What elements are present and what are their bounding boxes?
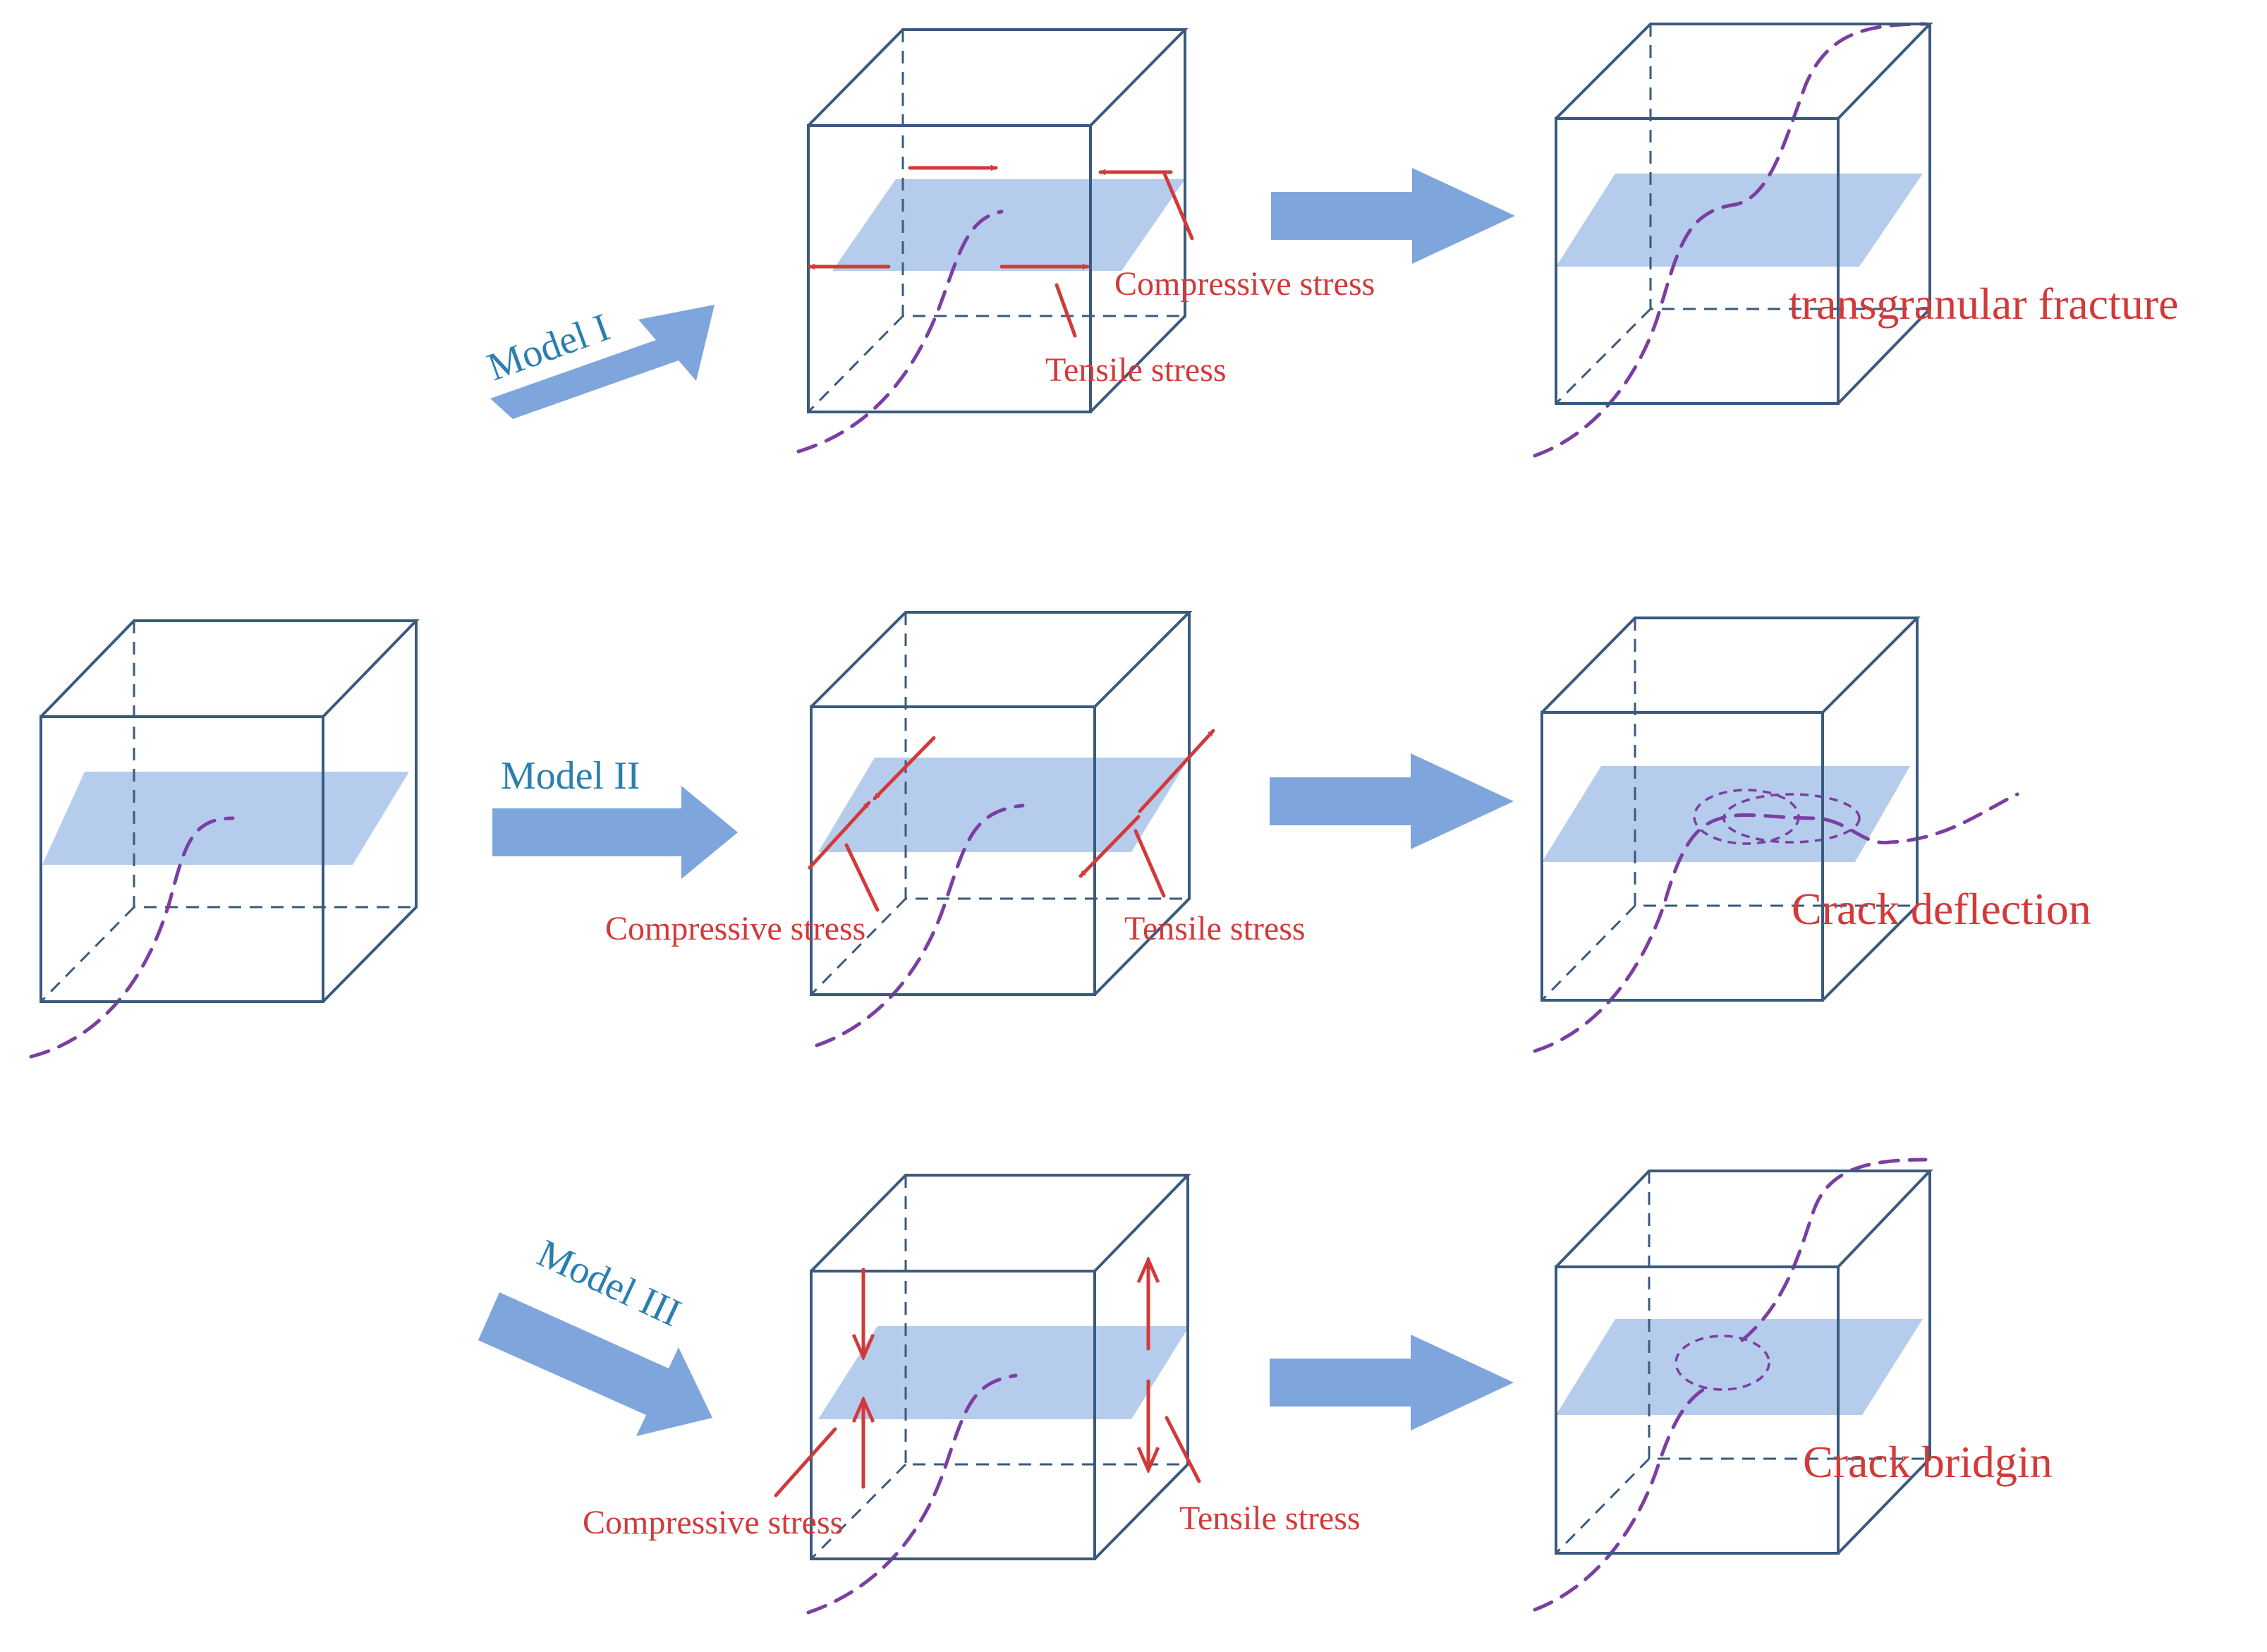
compressive-arrow [873,736,936,801]
compressive-stress-label: Compressive stress [583,1504,843,1541]
process-arrow-3 [1270,1335,1514,1431]
grain-boundary-plane [1556,1319,1923,1415]
tensile-arrow [1078,815,1141,878]
cube-model-3 [806,1174,1191,1615]
crack-deflection-label: Crack deflection [1792,884,2091,934]
cube-transgranular [1533,22,1933,458]
cube-deflection [1533,617,2019,1053]
cube-model-2 [810,611,1193,1047]
grain-boundary-plane [818,758,1189,852]
cube-initial [29,619,420,1059]
crack-bridging-label: Crack bridgin [1803,1437,2053,1487]
cube-front-face [810,1270,1096,1560]
grain-boundary-plane [1542,766,1910,862]
process-arrow-1 [1271,168,1515,264]
cube-bridging [1533,1158,1933,1612]
model-2-arrow [492,786,738,879]
model-2-group: Model II Compressive stress Tensile stre… [492,611,2091,1053]
cube-front-face [810,705,1096,996]
stress-arrows-model-3 [774,1260,1201,1498]
compressive-stress-label: Compressive stress [1114,265,1375,303]
model-1-arrow [490,305,715,419]
process-arrow-2 [1270,753,1514,849]
tensile-stress-label: Tensile stress [1179,1500,1361,1537]
transgranular-fracture-label: transgranular fracture [1789,279,2179,329]
crack-path [1533,1383,1713,1612]
grain-boundary-plane [832,179,1185,271]
compressive-arrow [808,801,871,870]
bridging-zone [1675,1335,1770,1391]
cube-front-face [1540,711,1824,1002]
tensile-stress-label: Tensile stress [1124,910,1306,947]
cube-front-face [1555,117,1840,405]
tensile-arrow [1138,729,1215,813]
deflection-zone-outer [1722,793,1861,844]
model-3-group: Model III Compressive stress Tensile str… [478,1158,2053,1615]
tensile-stress-label: Tensile stress [1045,351,1227,389]
stress-arrows-model-1 [808,168,1194,338]
deflection-zone [1693,789,1800,845]
crack-path [815,803,1025,1047]
cube-model-1 [796,28,1189,454]
crack-path [806,1373,1018,1615]
stress-arrows-model-2 [808,729,1215,912]
crack-path [29,816,235,1059]
model-2-label: Model II [501,754,640,798]
compressive-stress-label: Compressive stress [605,910,865,947]
crack-path [796,209,1004,454]
model-3-arrow [478,1292,712,1436]
cube-front-face [39,715,324,1003]
model-1-group: Model I Compressive stress Tensile stres… [482,22,2179,458]
grain-boundary-plane [1556,174,1923,267]
crack-path [1533,22,1928,458]
bridged-crack-path [1740,1158,1928,1342]
grain-boundary-plane [818,1326,1189,1419]
cube-front-face [1555,1265,1840,1555]
cube-front-face [807,124,1092,413]
